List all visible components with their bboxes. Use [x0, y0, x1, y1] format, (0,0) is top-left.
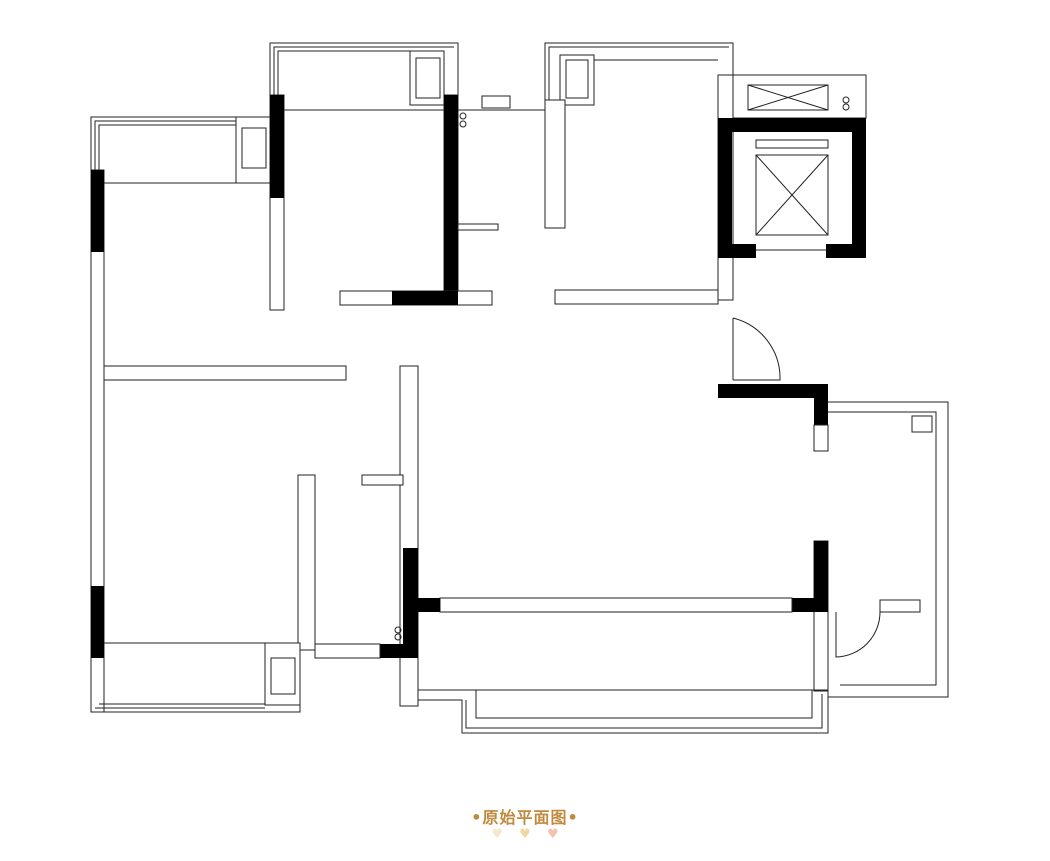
structural-wall [814, 541, 828, 612]
heart-icon: ♥ [491, 827, 504, 842]
entry-door [732, 317, 781, 381]
elevator [718, 74, 867, 258]
heart-decoration: ♥ ♥ ♥ [0, 827, 1050, 842]
structural-wall [392, 291, 458, 305]
center-top-balcony [544, 42, 734, 106]
structural-wall [444, 95, 458, 305]
top-left-balcony [90, 116, 271, 712]
structural-wall [91, 586, 104, 658]
heart-icon: ♥ [519, 827, 531, 842]
structural-wall [270, 95, 284, 198]
top-bedroom-balcony [269, 42, 545, 111]
bottom-left-balcony [91, 642, 301, 713]
bottom-balcony [418, 597, 829, 734]
floor-plan [90, 42, 949, 734]
heart-icon: ♥ [546, 827, 559, 842]
structural-wall [91, 170, 104, 252]
right-room [828, 401, 949, 698]
structural-wall [718, 384, 828, 425]
plan-caption: •原始平面图• [471, 808, 579, 827]
